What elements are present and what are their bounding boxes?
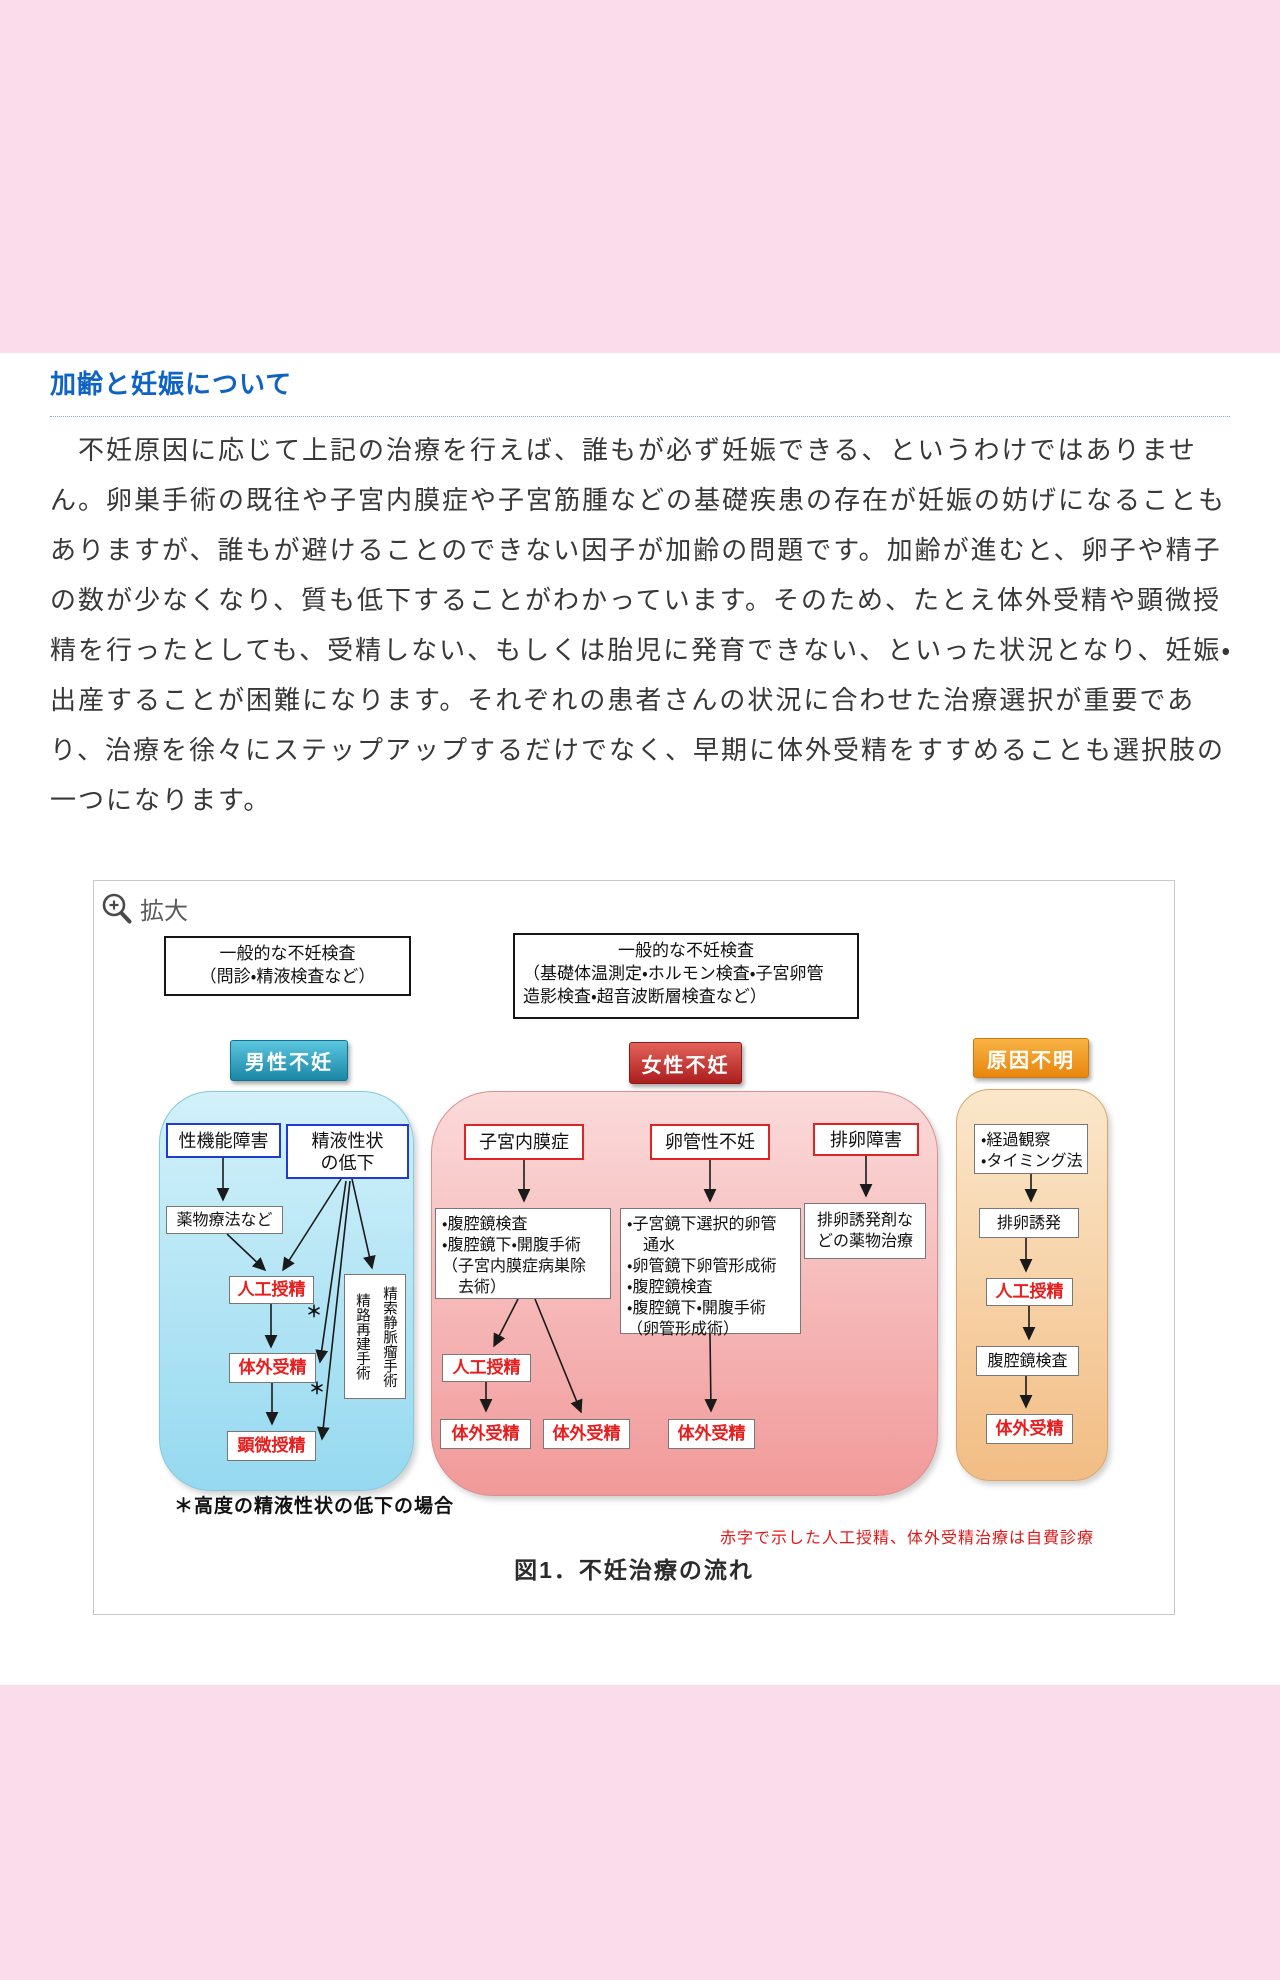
- box-female-aih: 人工授精: [442, 1354, 531, 1382]
- flowchart-arrows: [216, 1156, 1038, 1441]
- box-tubal-infertility: 卵管性不妊: [650, 1124, 770, 1160]
- general-test-female-detail: （基礎体温測定・ホルモン検査・子宮卵管 造影検査・超音波断層検査など）: [523, 964, 824, 1006]
- article-paragraph: 不妊原因に応じて上記の治療を行えば、誰もが必ず妊娠できる、というわけではありませ…: [50, 435, 1233, 815]
- box-varicocele-vas-surgery: 精索静脈瘤手術 精路再建手術: [344, 1274, 406, 1399]
- figure-footnote: ＊高度の精液性状の低下の場合: [174, 1496, 455, 1517]
- general-test-male-detail: （問診・精液検査など）: [199, 967, 376, 986]
- box-endometriosis-treatments: ・腹腔鏡検査 ・腹腔鏡下・開腹手術 （子宮内膜症病巣除 去術）: [435, 1208, 611, 1299]
- box-ovulation-disorder: 排卵障害: [813, 1123, 919, 1156]
- header-male-infertility: 男性不妊: [230, 1040, 348, 1081]
- zoom-control[interactable]: 拡大: [100, 891, 188, 926]
- box-male-ivf: 体外受精: [229, 1353, 316, 1383]
- box-semen-quality-decline: 精液性状 の低下: [286, 1124, 409, 1179]
- general-test-box-male: 一般的な不妊検査 （問診・精液検査など）: [164, 936, 411, 996]
- figure-red-note: 赤字で示した人工授精、体外受精治療は自費診療: [719, 1530, 1094, 1547]
- box-female-ivf-mid: 体外受精: [543, 1419, 630, 1449]
- page-title: 加齢と妊娠について: [50, 370, 1230, 417]
- box-male-icsi: 顕微授精: [227, 1431, 316, 1461]
- magnifier-plus-icon: [102, 893, 132, 924]
- general-test-male-title: 一般的な不妊検査: [219, 944, 356, 963]
- arrows-female-column: [479, 1156, 873, 1414]
- figure-infertility-flowchart: 拡大 一般的な不妊検査 （問診・精液検査など） 一般的な不妊検査 （基礎体温測定…: [93, 880, 1175, 1615]
- box-observation-timing: ・経過観察 ・タイミング法: [974, 1124, 1088, 1174]
- box-female-ivf-right: 体外受精: [668, 1419, 755, 1449]
- box-sexual-dysfunction: 性機能障害: [166, 1123, 281, 1158]
- box-endometriosis: 子宮内膜症: [464, 1124, 584, 1160]
- arrows-male-column: [216, 1158, 376, 1441]
- box-unknown-laparoscopy: 腹腔鏡検査: [976, 1346, 1079, 1376]
- box-tubal-treatments: ・子宮鏡下選択的卵管 通水 ・卵管鏡下卵管形成術 ・腹腔鏡検査 ・腹腔鏡下・開腹…: [620, 1208, 801, 1338]
- box-unknown-ivf: 体外受精: [986, 1414, 1073, 1444]
- box-ovulation-induction: 排卵誘発: [979, 1208, 1079, 1238]
- general-test-female-title: 一般的な不妊検査: [618, 941, 754, 960]
- box-female-ivf-left: 体外受精: [440, 1419, 531, 1449]
- box-male-aih: 人工授精: [229, 1276, 314, 1304]
- asterisk-mark-2: ＊: [309, 1381, 326, 1398]
- article-section: 加齢と妊娠について 不妊原因に応じて上記の治療を行えば、誰もが必ず妊娠できる、と…: [0, 353, 1280, 1685]
- figure-caption: 図1．不妊治療の流れ: [514, 1557, 754, 1583]
- box-drug-therapy: 薬物療法など: [166, 1206, 283, 1234]
- arrows-unknown-column: [1019, 1174, 1038, 1409]
- header-unknown-cause: 原因不明: [973, 1038, 1089, 1078]
- box-ovulation-drug-treatment: 排卵誘発剤な どの薬物治療: [804, 1203, 926, 1259]
- box-unknown-aih: 人工授精: [986, 1278, 1073, 1306]
- zoom-label: 拡大: [140, 898, 188, 925]
- asterisk-mark-1: ＊: [306, 1304, 323, 1321]
- general-test-box-female: 一般的な不妊検査 （基礎体温測定・ホルモン検査・子宮卵管 造影検査・超音波断層検…: [513, 933, 859, 1019]
- header-female-infertility: 女性不妊: [629, 1042, 742, 1084]
